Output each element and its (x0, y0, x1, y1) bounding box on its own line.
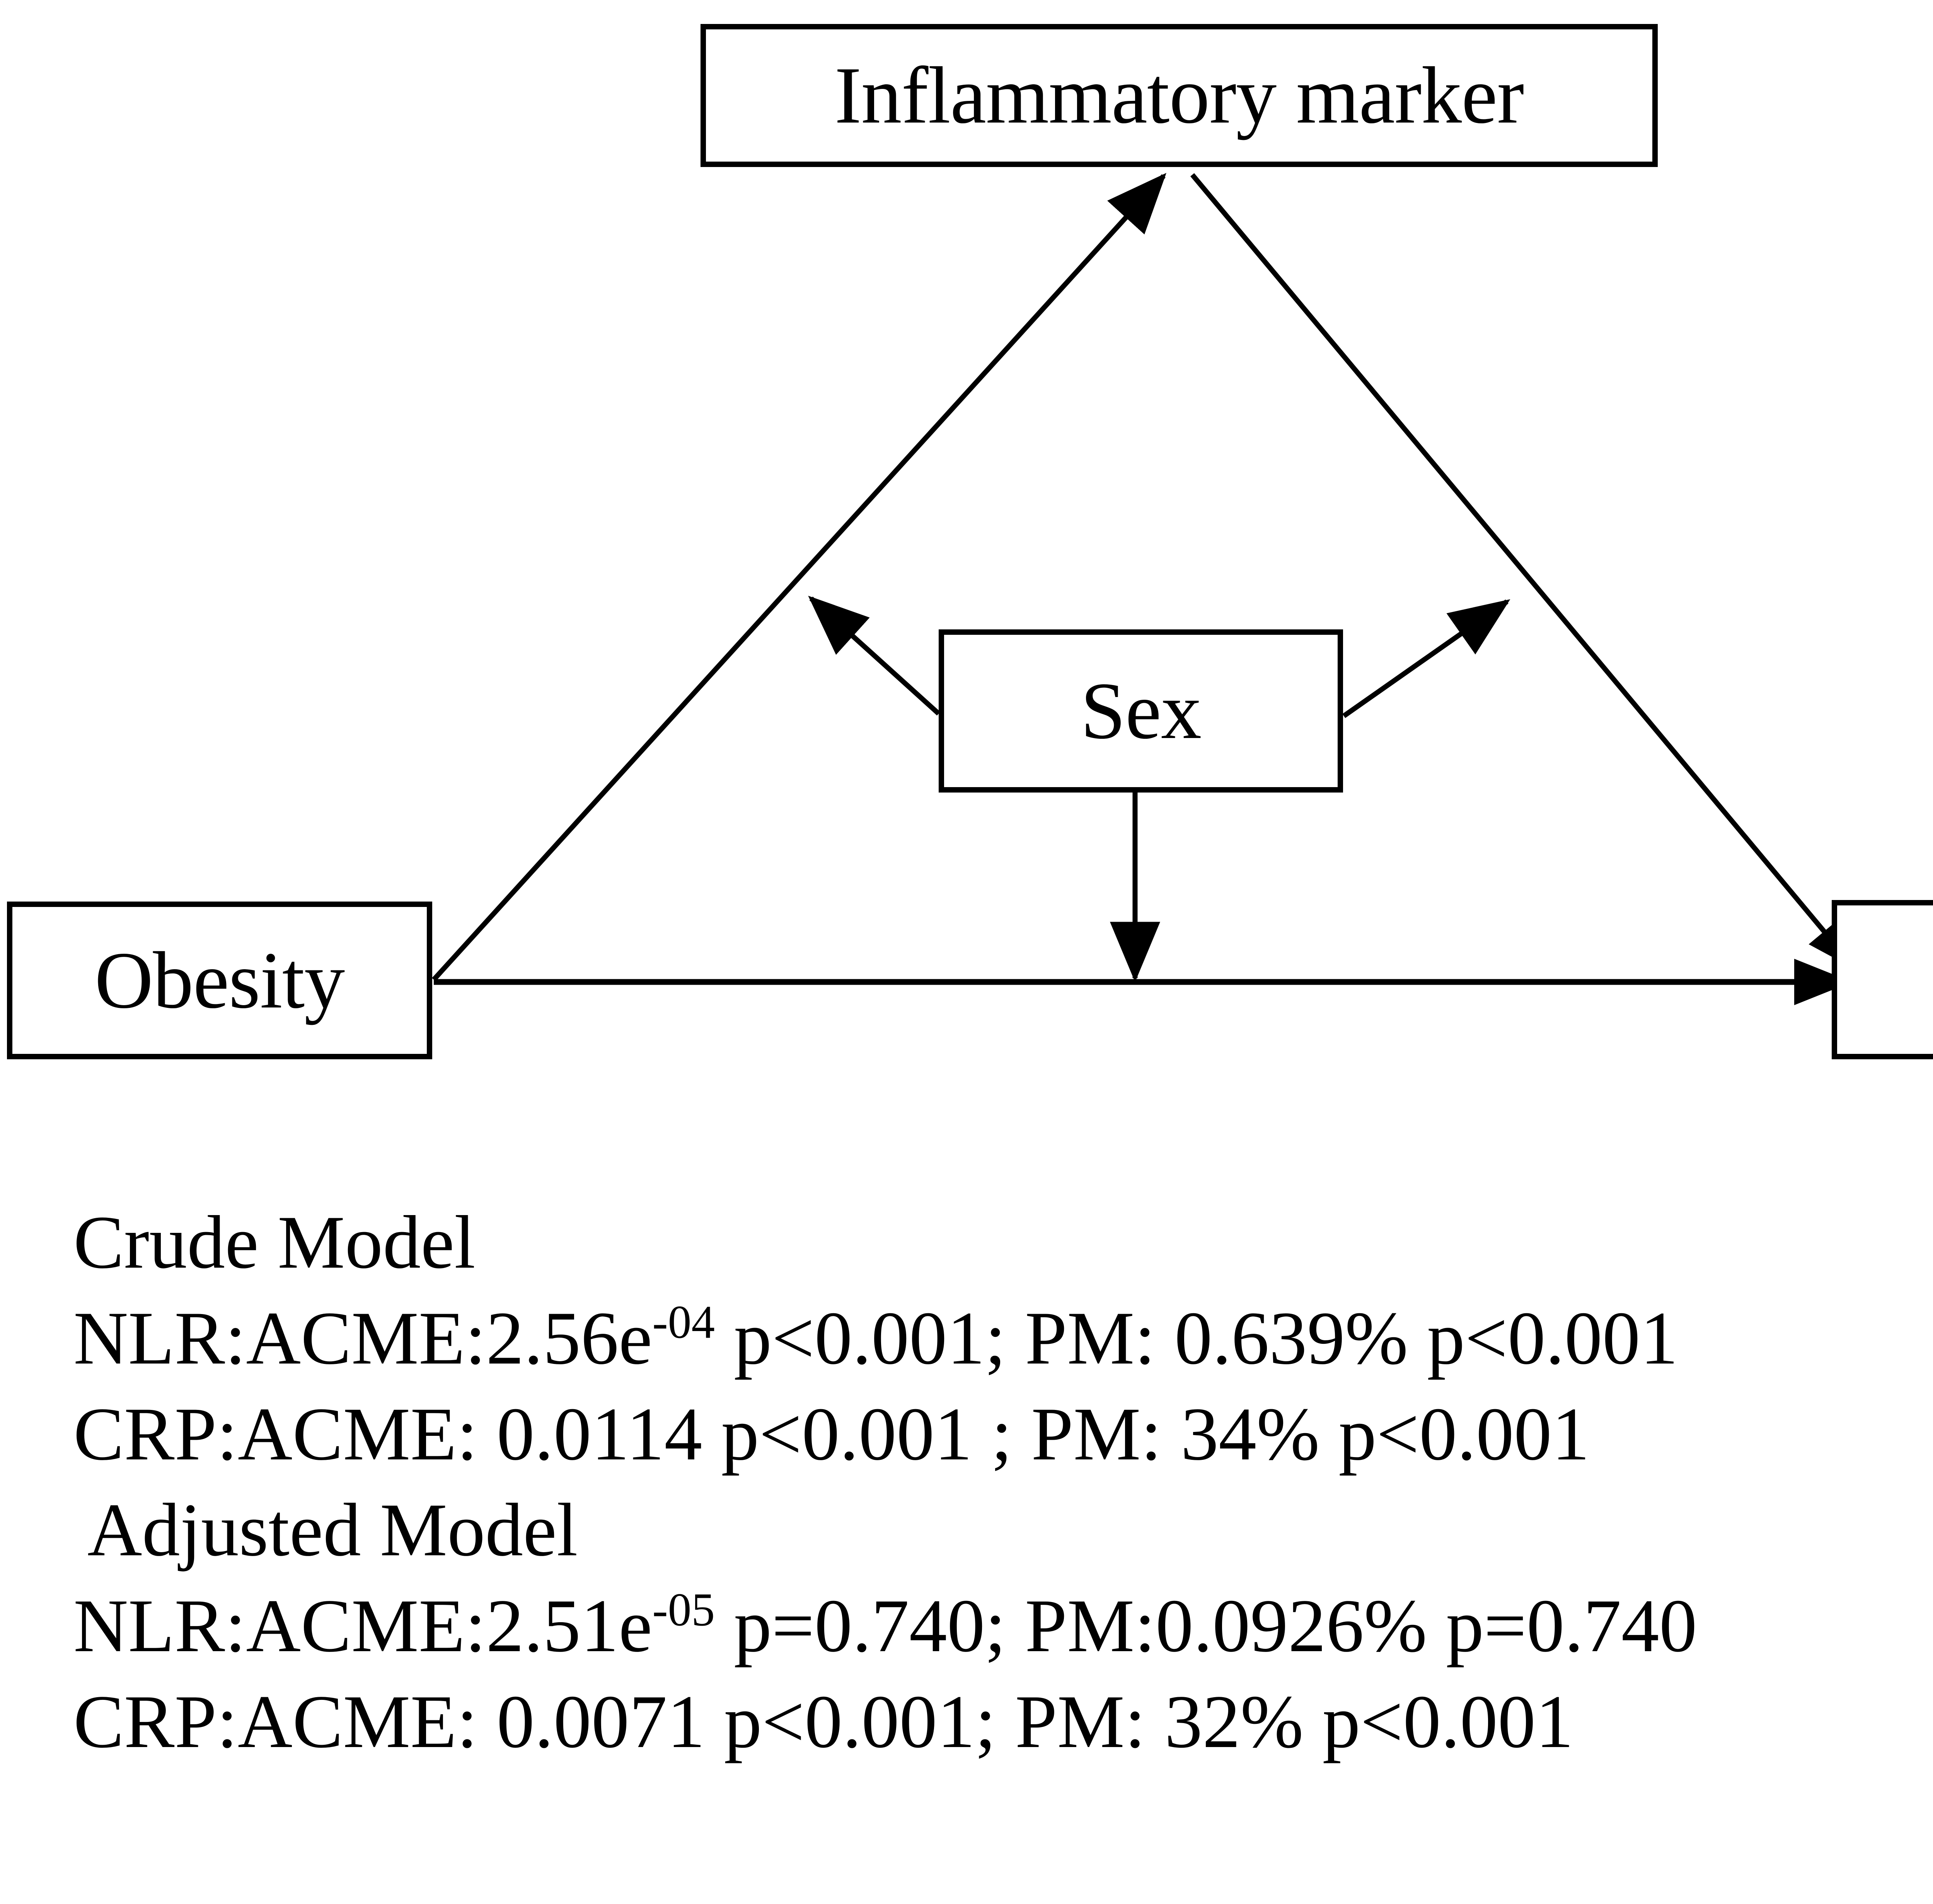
crude-crp-line: CRP:ACME: 0.0114 p<0.001 ; PM: 34% p<0.0… (73, 1392, 1590, 1476)
results-text-block: Crude Model NLR:ACME:2.56e-04 p<0.001; P… (73, 1195, 1933, 1770)
adjusted-nlr-prefix: NLR:ACME:2.51e (73, 1584, 653, 1668)
connector-layer (432, 173, 1856, 1005)
edge-obesity-to-inflammatory (432, 173, 1166, 982)
crude-nlr-exponent: -04 (652, 1296, 715, 1348)
node-obesity[interactable]: Obesity (7, 902, 432, 1059)
edge-sex-to-left-path (808, 596, 941, 716)
edge-sex-to-right-path (1342, 599, 1510, 718)
crude-nlr-prefix: NLR:ACME:2.56e (73, 1296, 653, 1380)
node-depressive-symptoms[interactable]: Depressive symptoms (1832, 900, 1933, 1059)
node-label-inflammatory-marker: Inflammatory marker (834, 51, 1524, 140)
adjusted-model-heading: Adjusted Model (87, 1488, 578, 1572)
adjusted-nlr-line: NLR:ACME:2.51e-05 p=0.740; PM:0.0926% p=… (73, 1578, 1933, 1674)
node-label-sex: Sex (1081, 666, 1202, 756)
adjusted-nlr-exponent: -05 (652, 1584, 715, 1636)
adjusted-crp-line: CRP:ACME: 0.0071 p<0.001; PM: 32% p<0.00… (73, 1680, 1574, 1764)
edge-inflammatory-to-depressive (1190, 173, 1856, 970)
crude-model-heading: Crude Model (73, 1200, 476, 1284)
node-inflammatory-marker[interactable]: Inflammatory marker (701, 24, 1658, 167)
node-label-obesity: Obesity (94, 936, 345, 1025)
crude-nlr-line: NLR:ACME:2.56e-04 p<0.001; PM: 0.639% p<… (73, 1290, 1933, 1386)
adjusted-nlr-suffix: p=0.740; PM:0.0926% p=0.740 (715, 1584, 1697, 1668)
node-sex[interactable]: Sex (939, 629, 1343, 793)
crude-nlr-suffix: p<0.001; PM: 0.639% p<0.001 (715, 1296, 1678, 1380)
